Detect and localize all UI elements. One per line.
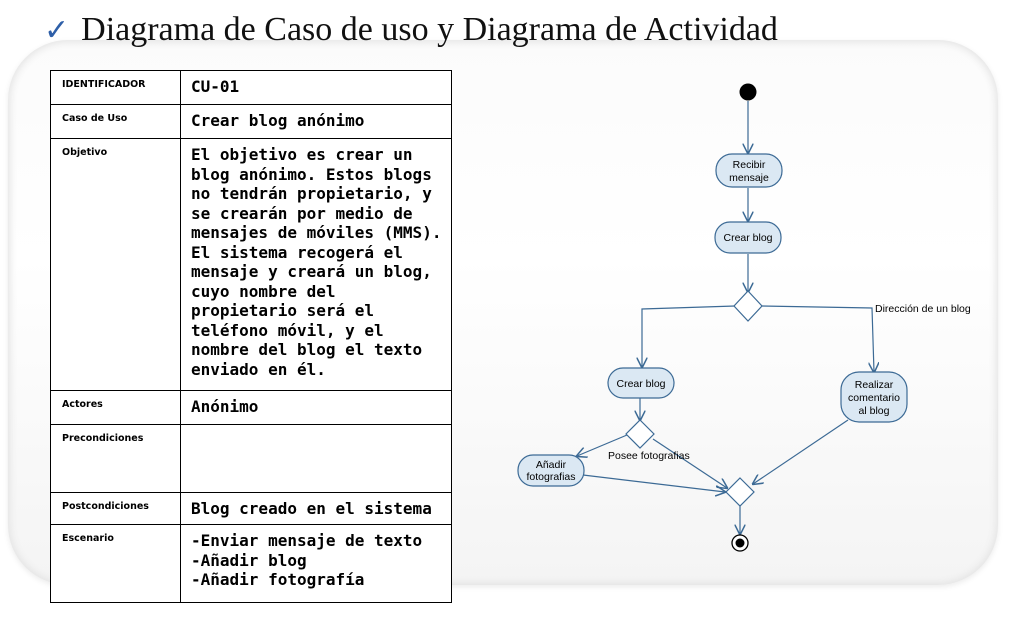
guard-posee: Posee fotografias xyxy=(608,450,690,462)
row-value: CU-01 xyxy=(180,70,452,105)
end-node-core xyxy=(735,538,745,548)
row-value: Anónimo xyxy=(180,390,452,425)
guard-direccion: Dirección de un blog xyxy=(875,303,971,315)
flow-lines xyxy=(577,101,874,534)
row-label: Precondiciones xyxy=(50,424,181,493)
label-anadir-1: Añadir xyxy=(536,459,567,471)
action-crear-blog-2 xyxy=(607,367,675,399)
table-row: Actores Anónimo xyxy=(50,390,452,425)
table-row: Caso de Uso Crear blog anónimo xyxy=(50,104,452,139)
merge-diamond xyxy=(725,477,755,507)
row-label: Postcondiciones xyxy=(50,492,181,525)
label-crear-blog-2: Crear blog xyxy=(616,378,665,390)
action-anadir-fotografias xyxy=(517,454,585,487)
row-value: Crear blog anónimo xyxy=(180,104,452,139)
table-row: Escenario -Enviar mensaje de texto -Añad… xyxy=(50,524,452,603)
label-recibir-2: mensaje xyxy=(729,172,769,184)
page-title: Diagrama de Caso de uso y Diagrama de Ac… xyxy=(81,11,778,48)
decision-diamond-1 xyxy=(733,290,763,322)
scenario-step: -Añadir fotografía xyxy=(191,570,365,589)
start-node xyxy=(739,83,757,101)
flow-decision-left xyxy=(642,305,736,367)
label-crear-blog: Crear blog xyxy=(723,232,772,244)
label-anadir-2: fotografias xyxy=(526,471,575,483)
checkmark-icon: ✓ xyxy=(44,12,70,48)
row-label: Actores xyxy=(50,390,181,425)
scenario-step: -Añadir blog xyxy=(191,550,307,570)
row-label: IDENTIFICADOR xyxy=(50,70,181,105)
label-recibir-1: Recibir xyxy=(733,159,766,171)
title-row: ✓ Diagrama de Caso de uso y Diagrama de … xyxy=(44,8,778,52)
row-label: Escenario xyxy=(50,524,181,603)
action-realizar-comentario xyxy=(840,371,908,423)
row-value xyxy=(180,424,452,493)
flow-decision2-merge xyxy=(652,438,727,488)
label-realizar-3: al blog xyxy=(859,405,890,417)
action-recibir-mensaje xyxy=(715,153,783,188)
flow-anadir-merge xyxy=(582,474,725,492)
row-value: Blog creado en el sistema xyxy=(180,492,452,525)
table-row: Objetivo El objetivo es crear un blog an… xyxy=(50,138,452,391)
decision-diamond-2 xyxy=(625,419,655,449)
activity-diagram: Recibir mensaje Crear blog Crear blog Re… xyxy=(517,83,971,552)
row-label: Objetivo xyxy=(50,138,181,391)
table-row: IDENTIFICADOR CU-01 xyxy=(50,70,452,105)
scenario-step: -Enviar mensaje de texto xyxy=(191,531,423,550)
row-value: El objetivo es crear un blog anónimo. Es… xyxy=(180,138,452,391)
row-label: Caso de Uso xyxy=(50,104,181,139)
action-crear-blog xyxy=(714,221,782,254)
label-realizar-2: comentario xyxy=(848,392,900,404)
flow-decision-right xyxy=(760,305,874,372)
flow-realizar-merge xyxy=(753,419,849,484)
use-case-table: IDENTIFICADOR CU-01 Caso de Uso Crear bl… xyxy=(50,70,452,603)
table-row: Precondiciones xyxy=(50,424,452,493)
flow-decision2-anadir xyxy=(577,434,628,456)
row-value: -Enviar mensaje de texto -Añadir blog -A… xyxy=(180,524,452,603)
label-realizar-1: Realizar xyxy=(855,379,894,391)
table-row: Postcondiciones Blog creado en el sistem… xyxy=(50,492,452,525)
